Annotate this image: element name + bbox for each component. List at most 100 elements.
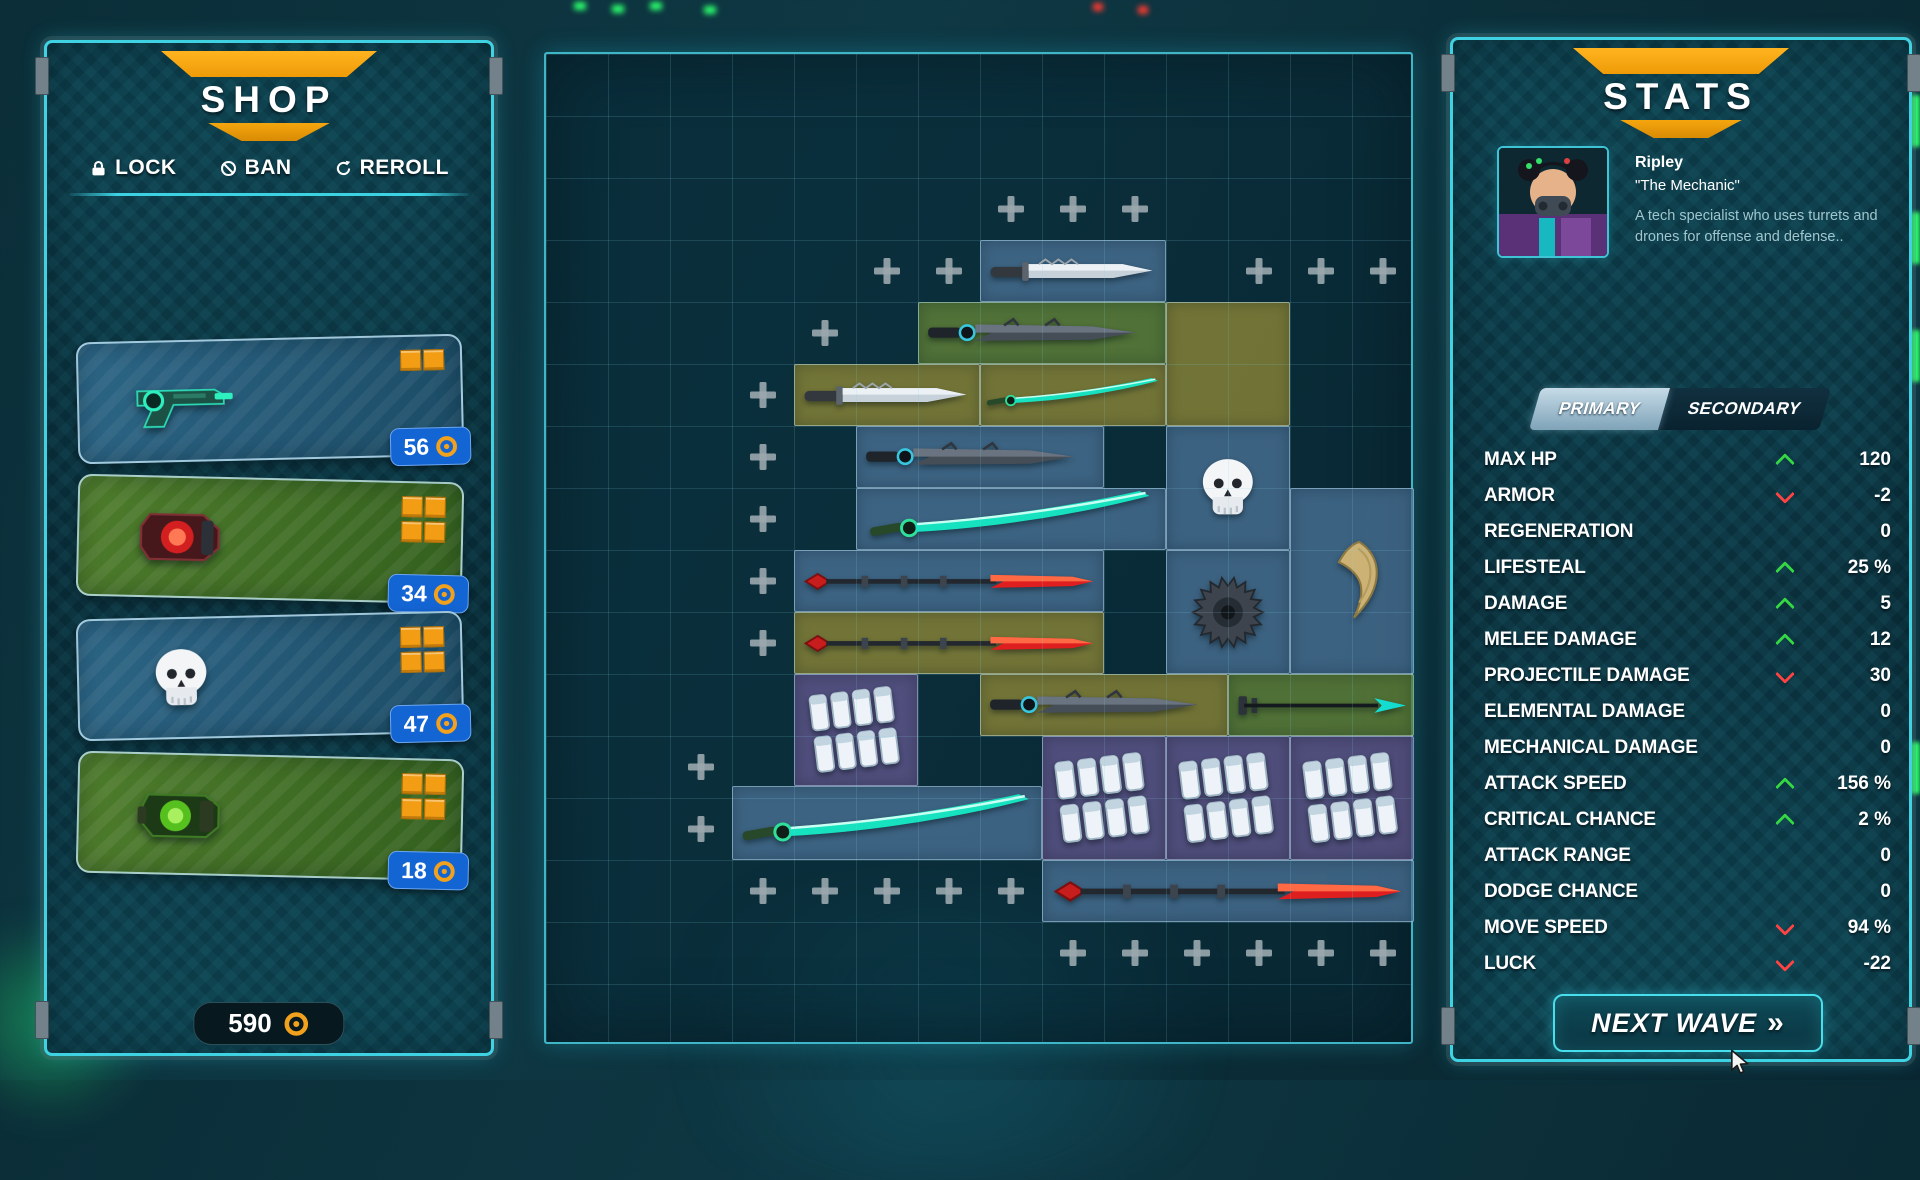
background-glow	[574, 2, 586, 10]
stat-value: 12	[1869, 629, 1891, 650]
board-item-claw[interactable]	[1290, 488, 1414, 674]
board-item-dagger[interactable]	[856, 426, 1104, 488]
board-item-katana[interactable]	[856, 488, 1166, 550]
expand-slot-icon[interactable]	[1228, 240, 1290, 302]
panel-corner-bracket	[1907, 54, 1920, 92]
expand-slot-icon[interactable]	[1352, 240, 1414, 302]
stat-label: MECHANICAL DAMAGE	[1484, 737, 1698, 758]
expand-slot-icon[interactable]	[1104, 178, 1166, 240]
lock-label: LOCK	[115, 156, 177, 179]
expand-slot-icon[interactable]	[980, 860, 1042, 922]
gold-amount: 590	[228, 1008, 272, 1038]
expand-slot-icon[interactable]	[918, 860, 980, 922]
stat-value: 120	[1859, 449, 1891, 470]
character-title: "The Mechanic"	[1635, 177, 1740, 194]
shop-item-icon	[112, 350, 250, 451]
board-item-dagger[interactable]	[918, 302, 1166, 364]
tab-secondary[interactable]: SECONDARY	[1658, 388, 1831, 430]
expand-slot-icon[interactable]	[1104, 922, 1166, 984]
board-item-knife[interactable]	[980, 240, 1166, 302]
board-item-katana[interactable]	[980, 364, 1166, 426]
expand-slot-icon[interactable]	[732, 860, 794, 922]
coin-icon	[435, 711, 459, 735]
board-region-empty	[1166, 302, 1290, 426]
shop-item-icon	[112, 763, 250, 864]
expand-slot-icon[interactable]	[732, 364, 794, 426]
stat-value: 5	[1880, 593, 1891, 614]
next-wave-button[interactable]: NEXT WAVE »	[1553, 994, 1823, 1052]
board-item-spear[interactable]	[794, 550, 1104, 612]
expand-slot-icon[interactable]	[732, 550, 794, 612]
expand-slot-icon[interactable]	[1290, 240, 1352, 302]
expand-slot-icon[interactable]	[856, 240, 918, 302]
panel-corner-bracket	[1441, 1007, 1455, 1045]
tab-primary[interactable]: PRIMARY	[1528, 388, 1671, 430]
board-item-skull[interactable]	[1166, 426, 1290, 550]
stat-row: LUCK-22	[1484, 946, 1891, 982]
expand-slot-icon[interactable]	[918, 240, 980, 302]
stats-title: STATS	[1603, 76, 1759, 117]
board-item-polearm[interactable]	[1228, 674, 1414, 736]
inventory-board[interactable]	[544, 52, 1414, 1044]
character-summary: Ripley "The Mechanic" A tech specialist …	[1497, 146, 1889, 258]
price-badge: 47	[390, 703, 472, 744]
expand-slot-icon[interactable]	[856, 860, 918, 922]
shop-item-card[interactable]: 18	[75, 750, 470, 891]
shop-item-card[interactable]: 56	[75, 333, 472, 467]
item-size-indicator	[400, 772, 446, 820]
banner-ribbon-bottom	[1620, 120, 1742, 138]
expand-slot-icon[interactable]	[670, 736, 732, 798]
stat-label: LIFESTEAL	[1484, 557, 1586, 578]
stats-tabs: PRIMARY SECONDARY	[1528, 388, 1831, 430]
board-item-spear[interactable]	[794, 612, 1104, 674]
expand-slot-icon[interactable]	[794, 860, 856, 922]
price-badge: 18	[387, 850, 470, 891]
stats-banner: STATS	[1453, 48, 1909, 138]
chevrons-icon: »	[1767, 1006, 1785, 1039]
expand-slot-icon[interactable]	[1042, 178, 1104, 240]
board-item-dagger[interactable]	[980, 674, 1228, 736]
board-item-saw[interactable]	[1166, 550, 1290, 674]
panel-corner-bracket	[1907, 1007, 1920, 1045]
panel-corner-bracket	[489, 1001, 503, 1039]
expand-slot-icon[interactable]	[732, 488, 794, 550]
expand-slot-icon[interactable]	[1166, 922, 1228, 984]
shop-item-icon	[112, 627, 250, 728]
expand-slot-icon[interactable]	[1228, 922, 1290, 984]
expand-slot-icon[interactable]	[1290, 922, 1352, 984]
expand-slot-icon[interactable]	[732, 426, 794, 488]
item-size-indicator	[399, 626, 445, 674]
shop-item-card[interactable]: 34	[75, 473, 470, 614]
panel-corner-bracket	[1441, 54, 1455, 92]
board-item-shells[interactable]	[1166, 736, 1290, 860]
board-item-shells[interactable]	[1042, 736, 1166, 860]
expand-slot-icon[interactable]	[1352, 922, 1414, 984]
lock-button[interactable]: LOCK	[83, 155, 183, 181]
banner-ribbon-top	[161, 51, 377, 77]
expand-slot-icon[interactable]	[794, 302, 856, 364]
board-item-katana[interactable]	[732, 785, 1042, 860]
reroll-button[interactable]: REROLL	[328, 155, 455, 181]
board-item-shells[interactable]	[794, 674, 918, 786]
slot-square	[424, 773, 446, 795]
board-item-spear[interactable]	[1042, 860, 1414, 922]
price-badge: 34	[387, 573, 470, 614]
stat-label: MOVE SPEED	[1484, 917, 1608, 938]
slot-square	[423, 651, 445, 673]
expand-slot-icon[interactable]	[980, 178, 1042, 240]
expand-slot-icon[interactable]	[1042, 922, 1104, 984]
expand-slot-icon[interactable]	[670, 798, 732, 860]
expand-slot-icon[interactable]	[732, 612, 794, 674]
shop-item-card[interactable]: 47	[75, 610, 472, 744]
panel-corner-bracket	[35, 57, 49, 95]
ban-button[interactable]: BAN	[213, 155, 298, 181]
banner-ribbon-bottom	[208, 123, 330, 141]
coin-icon	[433, 582, 457, 606]
board-item-knife[interactable]	[794, 364, 980, 426]
board-item-shells[interactable]	[1290, 736, 1414, 860]
